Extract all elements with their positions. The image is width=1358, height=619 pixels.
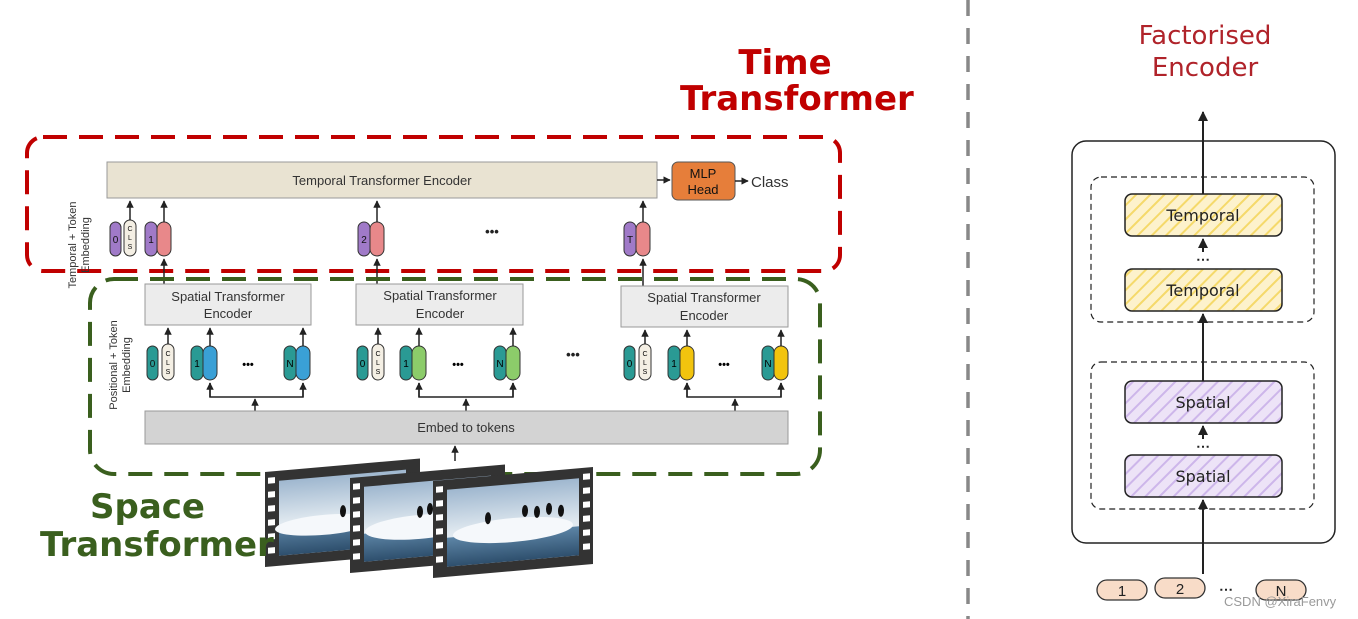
s2-zero: 0 xyxy=(360,359,366,370)
s1-one: 1 xyxy=(194,359,200,370)
temporal-dots: ⋯ xyxy=(1196,251,1210,267)
factorised-title-line2: Encoder xyxy=(1151,53,1259,83)
time-transformer-title: Time Transformer xyxy=(680,43,914,119)
positional-embedding-label-line2: Embedding xyxy=(121,337,133,393)
temporal-block-top-label: Temporal xyxy=(1165,206,1239,225)
temporal-token-group: 0 C L S 1 2 ••• T xyxy=(109,219,651,257)
class-output-label: Class xyxy=(751,174,789,191)
space-transformer-line1: Space xyxy=(90,487,205,527)
s3-s: S xyxy=(643,369,648,376)
s2-s: S xyxy=(376,369,381,376)
s1-s: S xyxy=(166,369,171,376)
temporal-transformer-encoder-label: Temporal Transformer Encoder xyxy=(292,173,472,188)
spatial-tokens-2: 0 C L S 1 ••• N xyxy=(356,343,521,381)
spatial-block-top-label: Spatial xyxy=(1175,393,1230,412)
s3-ellipsis: ••• xyxy=(718,359,730,371)
spatial-block-bottom xyxy=(1124,454,1283,498)
spatial-encoder-3: Spatial Transformer Encoder xyxy=(620,285,789,328)
spatial-tokens-3: 0 C L S 1 ••• N xyxy=(623,343,789,381)
temporal-ellipsis: ••• xyxy=(485,224,499,239)
temporal-embedding-label-line1: Temporal + Token xyxy=(67,202,79,289)
s2-ellipsis: ••• xyxy=(452,359,464,371)
mlp-head-line2: Head xyxy=(687,182,718,197)
s3-c: C xyxy=(642,351,647,358)
time-transformer-line1: Time xyxy=(738,43,832,83)
input-token-n-label: N xyxy=(1276,583,1287,600)
spatial-tokens-1: 0 C L S 1 ••• N xyxy=(146,343,311,381)
watermark: CSDN @XiraFenvy xyxy=(1224,594,1337,609)
space-transformer-title: Space Transformer xyxy=(40,487,274,565)
video-frames xyxy=(265,458,593,578)
cls-c: C xyxy=(127,226,132,233)
input-token-2-label: 2 xyxy=(1176,581,1184,598)
positional-embedding-label-line1: Positional + Token xyxy=(108,320,120,409)
s3-l: L xyxy=(643,360,647,367)
spatial-encoder-3-line1: Spatial Transformer xyxy=(647,290,761,305)
s1-ellipsis: ••• xyxy=(242,359,254,371)
spatial-groups-ellipsis: ••• xyxy=(566,347,580,362)
time-transformer-line2: Transformer xyxy=(680,79,914,119)
s1-l: L xyxy=(166,360,170,367)
s1-zero: 0 xyxy=(150,359,156,370)
s1-c: C xyxy=(165,351,170,358)
factorised-title-line1: Factorised xyxy=(1138,21,1272,51)
temporal-transformer-encoder xyxy=(106,161,658,199)
temporal-block-bottom-label: Temporal xyxy=(1165,281,1239,300)
embed-to-tokens xyxy=(144,410,789,445)
s2-one: 1 xyxy=(403,359,409,370)
input-token-1-label: 1 xyxy=(1118,583,1126,600)
spatial-encoder-1: Spatial Transformer Encoder xyxy=(144,283,312,326)
spatial-dots: ⋯ xyxy=(1196,438,1210,454)
embed-to-tokens-label: Embed to tokens xyxy=(417,420,515,435)
s2-n: N xyxy=(496,359,503,370)
s2-c: C xyxy=(375,351,380,358)
mlp-head-line1: MLP xyxy=(690,166,717,181)
temporal-pos-1-label: 1 xyxy=(148,235,154,246)
s2-l: L xyxy=(376,360,380,367)
token-zero-label: 0 xyxy=(113,235,119,246)
temporal-token-2 xyxy=(369,221,385,257)
temporal-token-1 xyxy=(156,221,172,257)
temporal-pos-t-label: T xyxy=(627,235,633,246)
input-token-n xyxy=(1255,579,1307,601)
s3-n: N xyxy=(764,359,771,370)
spatial-encoder-2-line2: Encoder xyxy=(416,306,465,321)
cls-s: S xyxy=(128,244,133,251)
spatial-encoder-1-line1: Spatial Transformer xyxy=(171,289,285,304)
spatial-encoder-2-line1: Spatial Transformer xyxy=(383,288,497,303)
temporal-pos-2-label: 2 xyxy=(361,235,367,246)
input-token-1 xyxy=(1096,579,1148,601)
cls-l: L xyxy=(128,235,132,242)
s3-one: 1 xyxy=(671,359,677,370)
spatial-encoder-3-line2: Encoder xyxy=(680,308,729,323)
spatial-encoder-2: Spatial Transformer Encoder xyxy=(355,283,524,326)
spatial-encoder-1-line2: Encoder xyxy=(204,306,253,321)
token-zero xyxy=(109,221,122,257)
s1-n: N xyxy=(286,359,293,370)
spatial-block-bottom-label: Spatial xyxy=(1175,467,1230,486)
input-token-2 xyxy=(1154,577,1206,599)
s3-zero: 0 xyxy=(627,359,633,370)
temporal-embedding-label-line2: Embedding xyxy=(80,217,92,273)
input-tokens-dots: ⋯ xyxy=(1219,581,1233,597)
temporal-block-bottom xyxy=(1124,268,1283,312)
factorised-encoder-title: Factorised Encoder xyxy=(1105,20,1305,84)
space-transformer-line2: Transformer xyxy=(40,525,274,565)
temporal-token-t xyxy=(635,221,651,257)
